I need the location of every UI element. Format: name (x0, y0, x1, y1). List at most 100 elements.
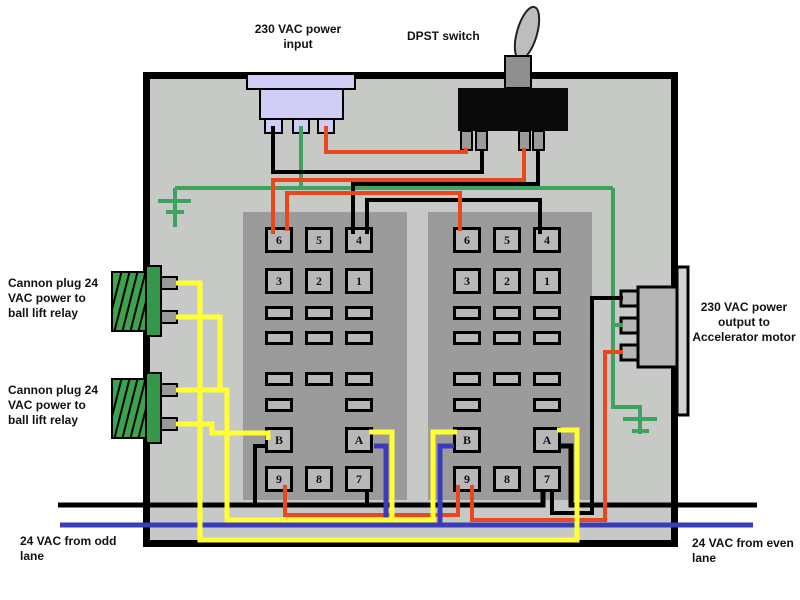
pin-slot (265, 398, 293, 412)
label-cannon-plug-bottom: Cannon plug 24 VAC power to ball lift re… (8, 383, 98, 427)
wire-black-left4-to-right4 (365, 198, 542, 234)
terminal-left-A: A (345, 427, 373, 453)
wire-yellow-leftA-tap (369, 429, 395, 520)
pin-slot (345, 372, 373, 386)
terminal-label: 7 (356, 471, 362, 486)
wire-red-right9-to-output (470, 350, 623, 522)
switch-lever (513, 5, 541, 61)
wire-yellow-plug2-to-rightB (176, 387, 457, 523)
pin-slot (305, 306, 333, 320)
terminal-label: 7 (544, 471, 550, 486)
terminal-label: 6 (464, 232, 470, 247)
terminal-label: 8 (504, 471, 510, 486)
wire-yellow-plug1-to-rightA (176, 280, 580, 543)
wire-24vac-yellow (176, 280, 580, 543)
pin-slot (265, 331, 293, 345)
terminal-label: 1 (544, 273, 550, 288)
terminal-label: 3 (276, 273, 282, 288)
wire-red-left9-to-right9 (283, 485, 460, 517)
terminal-label: 3 (464, 273, 470, 288)
wire-black-odd-lane (58, 489, 546, 508)
pin-slot (345, 306, 373, 320)
terminal-right-1: 1 (533, 268, 561, 294)
cannon-plug-bottom (111, 372, 178, 444)
terminal-left-6: 6 (265, 227, 293, 253)
terminal-label: 2 (504, 273, 510, 288)
terminal-label: B (274, 432, 283, 447)
terminal-label: B (462, 432, 471, 447)
terminal-label: 4 (544, 232, 550, 247)
wire-hot-red (271, 126, 623, 522)
terminal-label: 8 (316, 471, 322, 486)
wire-black-right7-to-output (550, 296, 623, 515)
terminal-label: A (542, 432, 552, 447)
terminal-right-2: 2 (493, 268, 521, 294)
wire-black-even-lane (560, 443, 757, 508)
terminal-right-5: 5 (493, 227, 521, 253)
pin-slot (533, 372, 561, 386)
terminal-left-9: 9 (265, 466, 293, 492)
wire-red-switch-to-left6 (271, 148, 526, 234)
pin-slot (305, 372, 333, 386)
wire-green-output-drop (611, 188, 642, 434)
pin-slot (453, 306, 481, 320)
wire-black-leftB-tap (253, 444, 265, 505)
wire-yellow-plug2-to-leftB (176, 421, 271, 440)
terminal-left-5: 5 (305, 227, 333, 253)
pin-slot (305, 331, 333, 345)
pin-slot (493, 331, 521, 345)
label-odd-lane: 24 VAC from odd lane (20, 534, 117, 563)
terminal-label: 9 (464, 471, 470, 486)
pin-slot (265, 306, 293, 320)
pin-slot (453, 398, 481, 412)
wire-24vac-blue (60, 443, 753, 528)
terminal-left-2: 2 (305, 268, 333, 294)
terminal-right-4: 4 (533, 227, 561, 253)
terminal-right-3: 3 (453, 268, 481, 294)
terminal-label: 2 (316, 273, 322, 288)
pin-slot (345, 398, 373, 412)
pin-slot (265, 372, 293, 386)
wire-yellow-plug1-pin2 (176, 314, 223, 390)
wire-black-switch-to-left4 (351, 149, 540, 234)
pin-slot (493, 306, 521, 320)
pin-slot (533, 398, 561, 412)
pin-slot (533, 331, 561, 345)
terminal-label: 6 (276, 232, 282, 247)
label-even-lane: 24 VAC from even lane (692, 536, 794, 565)
terminal-left-7: 7 (345, 466, 373, 492)
terminal-right-B: B (453, 427, 481, 453)
terminal-label: 9 (276, 471, 282, 486)
pin-slot (453, 372, 481, 386)
pin-slot (345, 331, 373, 345)
terminal-left-8: 8 (305, 466, 333, 492)
wire-red-left6-to-right6 (285, 191, 462, 231)
power-input-connector (246, 73, 356, 134)
terminal-label: 5 (504, 232, 510, 247)
pin-slot (493, 372, 521, 386)
terminal-right-A: A (533, 427, 561, 453)
label-cannon-plug-top: Cannon plug 24 VAC power to ball lift re… (8, 276, 98, 320)
dpst-switch (458, 5, 568, 151)
terminal-label: 5 (316, 232, 322, 247)
pin-slot (453, 331, 481, 345)
label-power-output: 230 VAC power output to Accelerator moto… (692, 300, 796, 344)
terminal-label: 1 (356, 273, 362, 288)
label-dpst-switch: DPST switch (407, 29, 480, 43)
terminal-left-3: 3 (265, 268, 293, 294)
power-output-connector (619, 265, 690, 417)
terminal-right-7: 7 (533, 466, 561, 492)
wire-black-input-to-switch (271, 126, 484, 174)
terminal-label: 4 (356, 232, 362, 247)
terminal-right-8: 8 (493, 466, 521, 492)
cannon-plug-top (111, 265, 178, 337)
label-power-input: 230 VAC power input (254, 22, 342, 51)
pin-slot (533, 306, 561, 320)
terminal-label: A (354, 432, 364, 447)
wire-blue-leftA-tap (374, 443, 389, 525)
terminal-right-6: 6 (453, 227, 481, 253)
terminal-left-1: 1 (345, 268, 373, 294)
wire-red-input-to-switch (324, 126, 468, 154)
